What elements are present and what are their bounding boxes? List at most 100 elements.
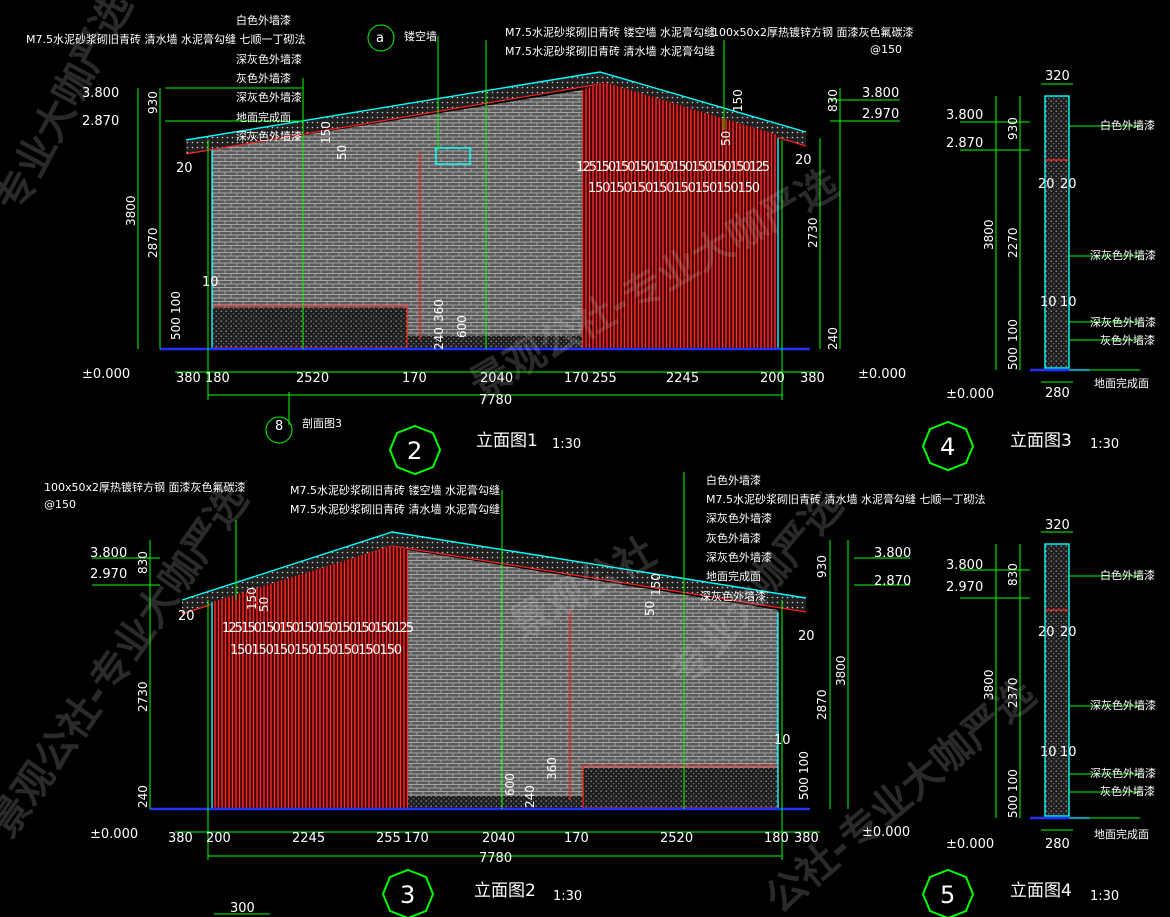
e2-dim-right-4: 500 xyxy=(797,777,811,800)
e4-view-number: 5 xyxy=(940,881,955,909)
e1-dim-b7: 2245 xyxy=(666,371,699,386)
e4-note-4: 地面完成面 xyxy=(1094,827,1149,841)
e2-note-right-4: 深灰色外墙漆 xyxy=(706,550,772,564)
e1-dim-small-0: 20 xyxy=(176,161,193,176)
e1-dim-b2: 2520 xyxy=(296,371,329,386)
e4-pair1-b: 20 xyxy=(1060,625,1077,640)
e1-dim-b3: 170 xyxy=(402,371,427,386)
e2-dim-right-3: 100 xyxy=(797,751,811,774)
e2-dim-small-3: 150 xyxy=(245,587,259,610)
e2-dim-small-0: 20 xyxy=(178,609,195,624)
e1-dim-total: 7780 xyxy=(479,393,512,408)
e1-dim-small-2: 10 xyxy=(202,275,219,290)
e2-level-top-right: 3.800 xyxy=(874,546,911,561)
e2-dim-partial: 300 xyxy=(230,901,255,916)
e4-note-3: 灰色外墙漆 xyxy=(1100,784,1155,798)
e2-dim-b6: 170 xyxy=(564,831,589,846)
elevation-3 xyxy=(921,83,1140,472)
e1-dim-b0: 380 xyxy=(176,371,201,386)
e1-callout-section-label: 剖面图3 xyxy=(302,416,342,430)
e1-dim-right-1: 2730 xyxy=(806,217,820,248)
e3-level-mid: 2.870 xyxy=(946,136,983,151)
e1-view-title: 立面图1 xyxy=(476,431,538,451)
elevation-2 xyxy=(92,472,910,917)
e1-dim-left-0: 930 xyxy=(146,91,160,114)
e2-dim-right-2: 2870 xyxy=(815,689,829,720)
e2-plinth xyxy=(583,768,778,808)
e2-view-number: 3 xyxy=(400,881,415,909)
e1-fins-bottom: 150150150150150150150150 xyxy=(588,181,760,196)
e4-view-scale: 1:30 xyxy=(1090,889,1119,904)
e3-pair2-a: 10 xyxy=(1040,295,1057,310)
e1-dim-b8: 200 xyxy=(760,371,785,386)
e2-note-right-0: 白色外墙漆 xyxy=(706,473,761,487)
e1-fin-wall xyxy=(582,82,778,348)
e2-dim-b9: 380 xyxy=(794,831,819,846)
e1-note-left-1: M7.5水泥砂浆砌旧青砖 清水墙 水泥膏勾缝 七顺一丁砌法 xyxy=(26,32,305,46)
e1-dim-inner-1: 600 xyxy=(455,315,469,338)
e1-dim-small-3: 150 xyxy=(319,121,333,144)
e2-dim-inner-0: 600 xyxy=(503,773,517,796)
e4-pair1-a: 20 xyxy=(1038,625,1055,640)
e1-callout-section: 8 xyxy=(275,419,283,434)
e3-view-scale: 1:30 xyxy=(1090,437,1119,452)
e4-dim-v-2: 2370 xyxy=(1006,677,1020,708)
e1-dim-left-4: 500 xyxy=(169,317,183,340)
e2-note-top-1: M7.5水泥砂浆砌旧青砖 清水墙 水泥膏勾缝 xyxy=(290,502,500,516)
e3-pair2-b: 10 xyxy=(1060,295,1077,310)
e4-level-base: ±0.000 xyxy=(946,837,994,852)
e2-dim-b0: 380 xyxy=(168,831,193,846)
e4-dim-v-4: 100 xyxy=(1006,769,1020,792)
e2-dim-small-1: 20 xyxy=(798,629,815,644)
e2-note-right-2: 深灰色外墙漆 xyxy=(706,511,772,525)
e1-view-scale: 1:30 xyxy=(552,437,581,452)
e3-dim-bottom: 280 xyxy=(1045,386,1070,401)
e4-wall-strip xyxy=(1045,544,1069,816)
e1-level-top-right: 3.800 xyxy=(862,86,899,101)
e4-dim-bottom: 280 xyxy=(1045,837,1070,852)
e3-dim-top: 320 xyxy=(1045,69,1070,84)
e2-dim-small-4: 50 xyxy=(257,597,271,612)
e2-dim-left-0: 830 xyxy=(136,551,150,574)
e1-view-number: 2 xyxy=(407,437,422,465)
e1-note-top-1: M7.5水泥砂浆砌旧青砖 清水墙 水泥膏勾缝 xyxy=(505,44,715,58)
e4-level-mid: 2.970 xyxy=(946,580,983,595)
e1-dim-b4: 2040 xyxy=(480,371,513,386)
e1-note-left-5: 地面完成面 xyxy=(236,110,291,124)
e2-view-title: 立面图2 xyxy=(474,881,536,901)
e1-dim-b9: 380 xyxy=(800,371,825,386)
e2-note-right-6: 深灰色外墙漆 xyxy=(700,589,766,603)
e2-dim-b3: 255 xyxy=(376,831,401,846)
e4-pair2-a: 10 xyxy=(1040,745,1057,760)
e4-dim-top: 320 xyxy=(1045,518,1070,533)
e1-level-mid-right: 2.970 xyxy=(862,107,899,122)
e4-note-2: 深灰色外墙漆 xyxy=(1090,766,1156,780)
e2-fins-bottom: 150150150150150150150150 xyxy=(230,643,402,658)
e2-dim-small-2: 10 xyxy=(774,733,791,748)
e2-dim-b7: 2520 xyxy=(660,831,693,846)
e3-note-1: 深灰色外墙漆 xyxy=(1090,248,1156,262)
e2-fin-wall xyxy=(212,546,408,808)
e3-pair1-a: 20 xyxy=(1038,177,1055,192)
e2-fins-top: 125150150150150150150150150125 xyxy=(222,621,414,636)
e2-dim-b4: 170 xyxy=(404,831,429,846)
e2-dim-small-6: 150 xyxy=(649,573,663,596)
e1-fins-top: 125150150150150150150150150125 xyxy=(576,160,770,175)
e2-dim-b2: 2245 xyxy=(292,831,325,846)
e1-dim-small-6: 150 xyxy=(731,89,745,112)
e3-level-base: ±0.000 xyxy=(946,387,994,402)
e3-note-2: 深灰色外墙漆 xyxy=(1090,315,1156,329)
e3-wall-strip xyxy=(1045,96,1069,368)
e4-note-0: 白色外墙漆 xyxy=(1100,568,1155,582)
e2-note-right-5: 地面完成面 xyxy=(706,569,761,583)
e4-note-1: 深灰色外墙漆 xyxy=(1090,698,1156,712)
e2-dim-small-5: 50 xyxy=(643,601,657,616)
e1-level-base-left: ±0.000 xyxy=(82,367,130,382)
e1-dim-small-4: 50 xyxy=(335,145,349,160)
e1-note-hollow: 镂空墙 xyxy=(404,29,437,43)
e3-note-3: 灰色外墙漆 xyxy=(1100,333,1155,347)
e1-note-at: @150 xyxy=(870,43,902,56)
e1-dim-left-3: 100 xyxy=(169,291,183,314)
e3-dim-v-3: 500 xyxy=(1006,347,1020,370)
